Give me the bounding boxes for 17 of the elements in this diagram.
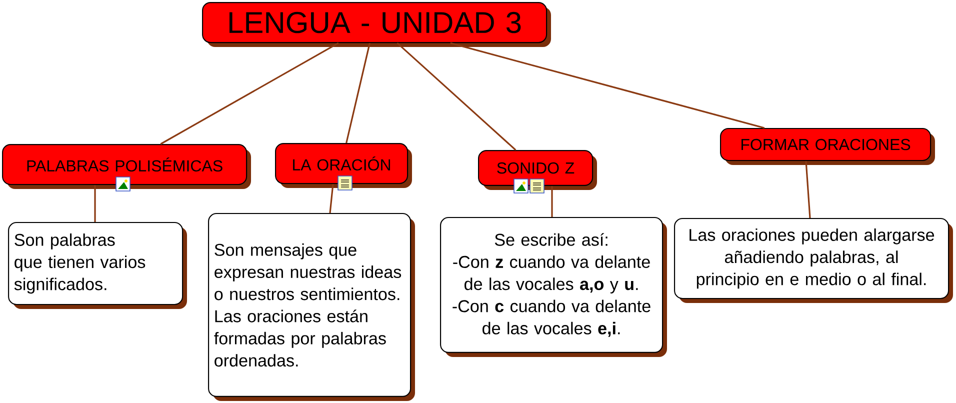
connector-line <box>805 161 811 218</box>
text-box: Son palabras que tienen varios significados. <box>8 222 187 309</box>
connector-line <box>450 42 765 129</box>
connector-line <box>346 42 371 144</box>
connector-line <box>329 184 334 214</box>
title-box: LENGUA - UNIDAD 3 <box>202 2 551 47</box>
text-box: Son mensajes que expresan nuestras ideas o nuestros sentimientos. Las oraciones están formadas por palabras ordenadas. <box>208 213 415 401</box>
connector-line <box>551 186 553 217</box>
topic-box: PALABRAS POLISÉMICAS <box>2 144 252 189</box>
topic-box: SONIDO Z <box>478 150 597 190</box>
text-box: Se escribe así: -Con z cuando va delante de las vocales a,o y u. -Con c cuando va delante de las vocales e,i. <box>440 217 667 357</box>
topic-box: FORMAR ORACIONES <box>720 128 935 165</box>
connector-line <box>396 42 516 151</box>
topic-box: LA ORACIÓN <box>275 143 412 188</box>
connector-line <box>160 42 339 145</box>
text-box: Las oraciones pueden alargarse añadiendo palabras, al principio en e medio o al final. <box>674 218 953 303</box>
connector-line <box>94 185 96 222</box>
